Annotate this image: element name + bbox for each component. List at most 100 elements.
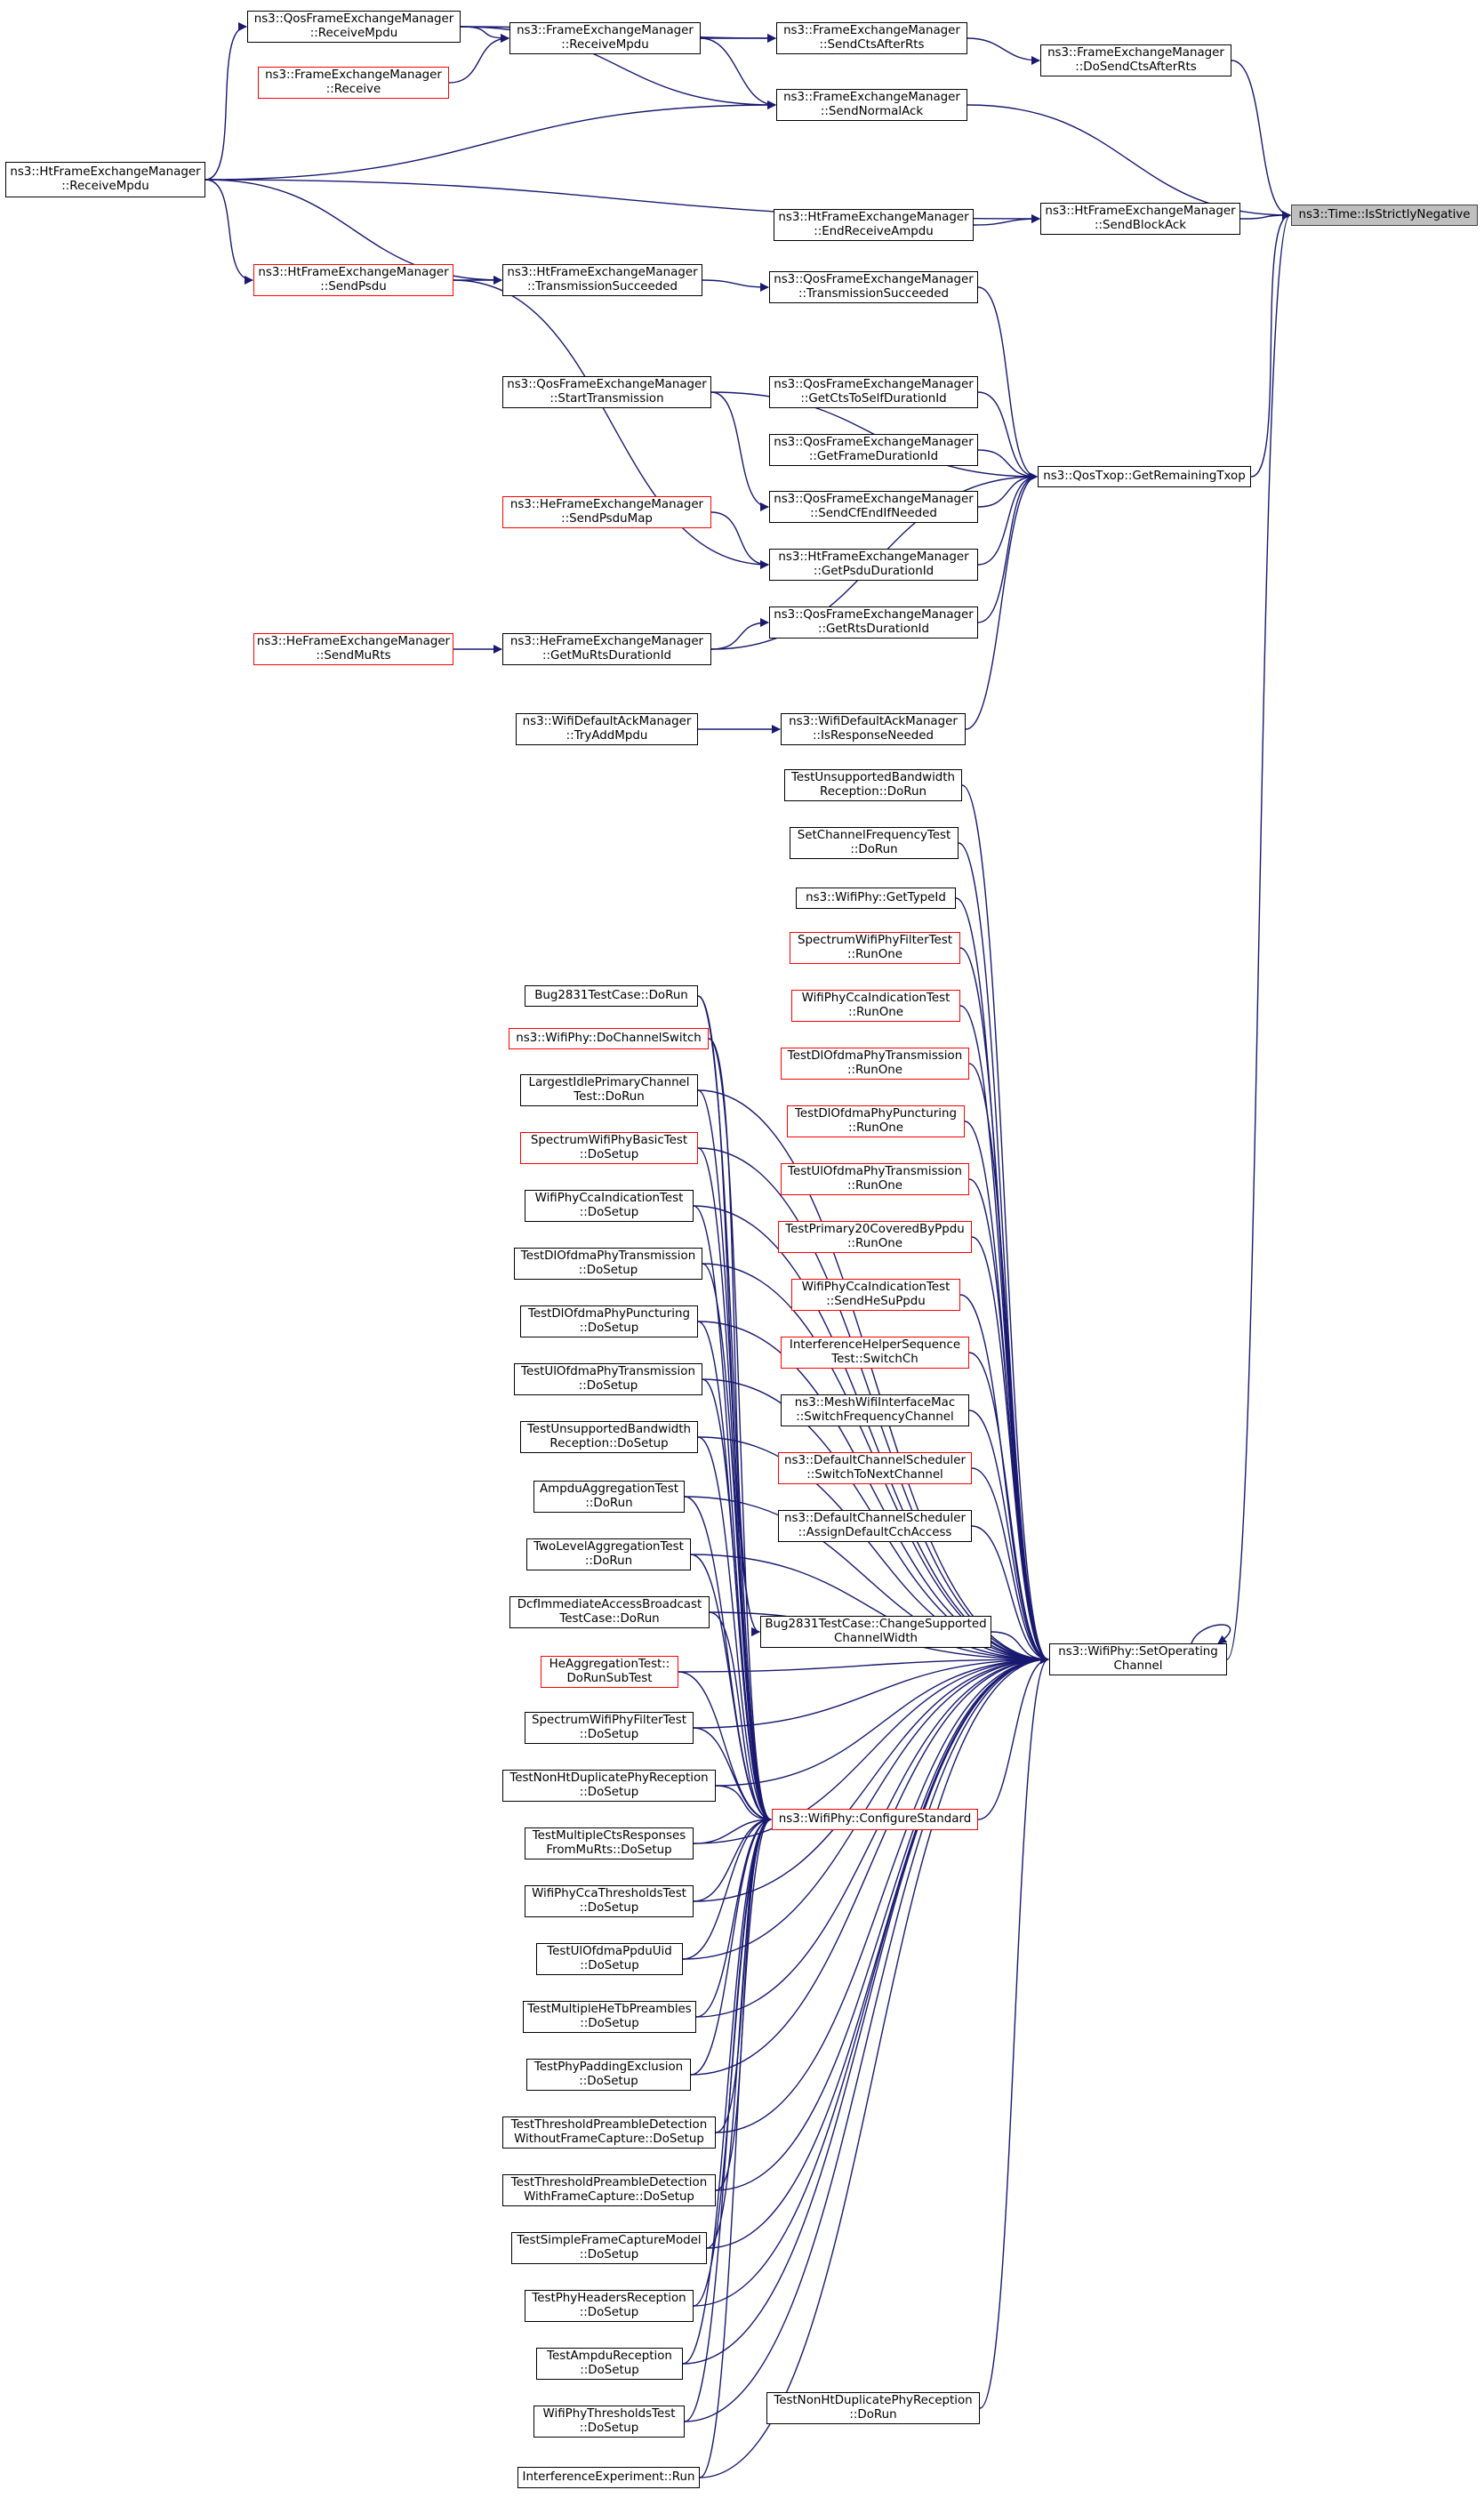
node-qos-get-cts-to-self[interactable]: ns3::QosFrameExchangeManager::GetCtsToSe… <box>769 376 978 408</box>
node-fem-send-cts-after-rts[interactable]: ns3::FrameExchangeManager::SendCtsAfterR… <box>776 22 967 54</box>
node-label-line: ns3::QosFrameExchangeManager <box>774 273 974 286</box>
node-label-line: ns3::QosFrameExchangeManager <box>774 608 974 622</box>
node-label-line: ::DoSetup <box>580 1959 639 1972</box>
node-label-line: ns3::HtFrameExchangeManager <box>778 211 969 224</box>
edge-l-phy-headers-to-wifiphy-set-operating <box>693 1655 1049 2307</box>
node-wdam-is-response-needed[interactable]: ns3::WifiDefaultAckManager::IsResponseNe… <box>781 713 966 745</box>
node-label-line: TestDlOfdmaPhyPuncturing <box>794 1107 957 1120</box>
node-l-interference-experiment[interactable]: InterferenceExperiment::Run <box>517 2467 700 2488</box>
node-r-dcs-switch-next[interactable]: ns3::DefaultChannelScheduler::SwitchToNe… <box>778 1452 972 1484</box>
node-l-spectrum-basic-setup[interactable]: SpectrumWifiPhyBasicTest::DoSetup <box>520 1132 698 1164</box>
node-label-line: ns3::WifiDefaultAckManager <box>522 715 692 728</box>
node-r-non-ht-dup-dorun[interactable]: TestNonHtDuplicatePhyReception::DoRun <box>766 2392 980 2424</box>
node-ht-send-psdu[interactable]: ns3::HtFrameExchangeManager::SendPsdu <box>253 264 453 296</box>
node-label-line: ns3::DefaultChannelScheduler <box>784 1512 966 1525</box>
node-r-primary20-covered[interactable]: TestPrimary20CoveredByPpdu::RunOne <box>778 1221 972 1253</box>
node-ht-get-psdu-duration[interactable]: ns3::HtFrameExchangeManager::GetPsduDura… <box>769 549 978 581</box>
node-qos-start-transmission[interactable]: ns3::QosFrameExchangeManager::StartTrans… <box>502 376 711 408</box>
node-r-set-channel-freq[interactable]: SetChannelFrequencyTest::DoRun <box>790 827 959 859</box>
node-qos-get-frame-duration[interactable]: ns3::QosFrameExchangeManager::GetFrameDu… <box>769 434 978 466</box>
node-l-multiple-he-tb[interactable]: TestMultipleHeTbPreambles::DoSetup <box>523 2001 696 2033</box>
node-he-send-mu-rts[interactable]: ns3::HeFrameExchangeManager::SendMuRts <box>253 633 453 665</box>
node-r-dl-ofdma-tx-runone[interactable]: TestDlOfdmaPhyTransmission::RunOne <box>781 1048 969 1080</box>
node-r-ul-ofdma-tx-runone[interactable]: TestUlOfdmaPhyTransmission::RunOne <box>781 1163 969 1195</box>
node-qos-receive-mpdu[interactable]: ns3::QosFrameExchangeManager::ReceiveMpd… <box>247 11 461 43</box>
edge-r-non-ht-dup-dorun-to-wifiphy-set-operating <box>979 1655 1049 2409</box>
node-qos-send-cf-end[interactable]: ns3::QosFrameExchangeManager::SendCfEndI… <box>769 491 978 523</box>
node-r-spectrum-filter-runone[interactable]: SpectrumWifiPhyFilterTest::RunOne <box>790 932 960 964</box>
node-l-spectrum-filter-setup[interactable]: SpectrumWifiPhyFilterTest::DoSetup <box>525 1712 694 1744</box>
node-label-line: ::Receive <box>325 83 381 96</box>
node-l-cca-indication-setup[interactable]: WifiPhyCcaIndicationTest::DoSetup <box>525 1190 694 1222</box>
node-l-ampdu-reception[interactable]: TestAmpduReception::DoSetup <box>536 2348 683 2380</box>
node-l-non-ht-dup-setup[interactable]: TestNonHtDuplicatePhyReception::DoSetup <box>502 1770 716 1802</box>
node-label-line: TestCase::DoRun <box>559 1612 660 1626</box>
node-fem-receive-mpdu[interactable]: ns3::FrameExchangeManager::ReceiveMpdu <box>509 22 701 54</box>
node-l-ul-ofdma-tx-setup[interactable]: TestUlOfdmaPhyTransmission::DoSetup <box>514 1363 702 1395</box>
node-label-line: ns3::QosFrameExchangeManager <box>774 378 974 391</box>
node-he-get-mu-rts-duration[interactable]: ns3::HeFrameExchangeManager::GetMuRtsDur… <box>502 633 711 665</box>
node-fem-do-send-cts-after-rts[interactable]: ns3::FrameExchangeManager::DoSendCtsAfte… <box>1040 44 1231 76</box>
node-l-phy-thresholds[interactable]: WifiPhyThresholdsTest::DoSetup <box>533 2406 685 2438</box>
edge-l-he-aggregation-to-wifiphy-set-operating <box>678 1655 1049 1673</box>
node-fem-send-normal-ack[interactable]: ns3::FrameExchangeManager::SendNormalAck <box>776 89 967 121</box>
node-l-dl-ofdma-punct-setup[interactable]: TestDlOfdmaPhyPuncturing::DoSetup <box>520 1305 698 1337</box>
node-root[interactable]: ns3::Time::IsStrictlyNegative <box>1291 205 1478 226</box>
node-label-line: ::DoSetup <box>578 1379 638 1393</box>
node-label-line: ns3::HtFrameExchangeManager <box>1045 205 1236 218</box>
node-label-line: Reception::DoRun <box>820 785 926 799</box>
edge-l-dl-ofdma-tx-setup-to-wifiphy-configure-standard <box>702 1263 772 1824</box>
node-wifiphy-configure-standard[interactable]: ns3::WifiPhy::ConfigureStandard <box>772 1809 978 1830</box>
node-l-simple-frame-capture[interactable]: TestSimpleFrameCaptureModel::DoSetup <box>511 2232 707 2264</box>
node-l-he-aggregation[interactable]: HeAggregationTest::DoRunSubTest <box>541 1656 678 1688</box>
node-label-line: ::GetFrameDurationId <box>808 450 939 463</box>
node-l-bug2831-dorun[interactable]: Bug2831TestCase::DoRun <box>525 985 698 1007</box>
node-ht-receive-mpdu[interactable]: ns3::HtFrameExchangeManager::ReceiveMpdu <box>5 162 205 197</box>
node-r-dl-ofdma-punct-runone[interactable]: TestDlOfdmaPhyPuncturing::RunOne <box>787 1105 965 1137</box>
node-l-phy-headers[interactable]: TestPhyHeadersReception::DoSetup <box>525 2290 694 2322</box>
node-l-ampdu-aggregation[interactable]: AmpduAggregationTest::DoRun <box>533 1481 685 1513</box>
edge-qos-get-frame-duration-to-qostxop-get-remaining <box>977 449 1038 481</box>
node-label-line: ::AssignDefaultCchAccess <box>798 1526 952 1539</box>
node-label-line: ::GetCtsToSelfDurationId <box>800 392 947 406</box>
node-he-send-psdu-map[interactable]: ns3::HeFrameExchangeManager::SendPsduMap <box>502 496 711 528</box>
node-label-line: ::DoSetup <box>580 2364 639 2377</box>
node-l-dl-ofdma-tx-setup[interactable]: TestDlOfdmaPhyTransmission::DoSetup <box>514 1248 702 1280</box>
node-label-line: WifiPhyThresholdsTest <box>542 2407 676 2421</box>
node-qostxop-get-remaining[interactable]: ns3::QosTxop::GetRemainingTxop <box>1038 466 1251 487</box>
node-label-line: ::SendCtsAfterRts <box>819 38 925 52</box>
node-r-dcs-assign-default[interactable]: ns3::DefaultChannelScheduler::AssignDefa… <box>778 1510 972 1542</box>
node-r-cca-send-he-su[interactable]: WifiPhyCcaIndicationTest::SendHeSuPpdu <box>791 1279 960 1311</box>
node-qos-get-rts-duration[interactable]: ns3::QosFrameExchangeManager::GetRtsDura… <box>769 606 978 639</box>
node-label-line: LargestIdlePrimaryChannel <box>528 1076 690 1089</box>
node-ht-end-receive-ampdu[interactable]: ns3::HtFrameExchangeManager::EndReceiveA… <box>774 209 974 241</box>
node-fem-receive[interactable]: ns3::FrameExchangeManager::Receive <box>258 67 449 99</box>
node-r-mesh-switch-freq[interactable]: ns3::MeshWifiInterfaceMac::SwitchFrequen… <box>781 1394 969 1426</box>
node-l-cca-thresholds[interactable]: WifiPhyCcaThresholdsTest::DoSetup <box>525 1885 694 1917</box>
node-l-wifiphy-do-channel-switch[interactable]: ns3::WifiPhy::DoChannelSwitch <box>509 1028 709 1049</box>
node-label-line: ::DoSetup <box>579 2306 639 2319</box>
node-l-phy-padding[interactable]: TestPhyPaddingExclusion::DoSetup <box>526 2059 691 2091</box>
node-r-cca-indication-runone[interactable]: WifiPhyCcaIndicationTest::RunOne <box>791 990 960 1022</box>
node-label-line: ns3::QosTxop::GetRemainingTxop <box>1043 470 1246 483</box>
node-qos-transmission-succeeded[interactable]: ns3::QosFrameExchangeManager::Transmissi… <box>769 271 978 303</box>
node-l-two-level-aggregation[interactable]: TwoLevelAggregationTest::DoRun <box>526 1538 691 1570</box>
node-wdam-try-add-mpdu[interactable]: ns3::WifiDefaultAckManager::TryAddMpdu <box>516 713 698 745</box>
edge-l-ul-ofdma-ppdu-uid-to-wifiphy-configure-standard <box>682 1815 772 1960</box>
node-r-wifiphy-get-type-id[interactable]: ns3::WifiPhy::GetTypeId <box>796 888 956 909</box>
node-label-line: ::DoSetup <box>579 2422 639 2435</box>
node-ht-send-block-ack[interactable]: ns3::HtFrameExchangeManager::SendBlockAc… <box>1040 203 1240 235</box>
node-ht-transmission-succeeded[interactable]: ns3::HtFrameExchangeManager::Transmissio… <box>502 264 702 296</box>
node-label-line: WithFrameCapture::DoSetup <box>524 2190 694 2204</box>
node-l-ul-ofdma-ppdu-uid[interactable]: TestUlOfdmaPpduUid::DoSetup <box>536 1943 683 1975</box>
